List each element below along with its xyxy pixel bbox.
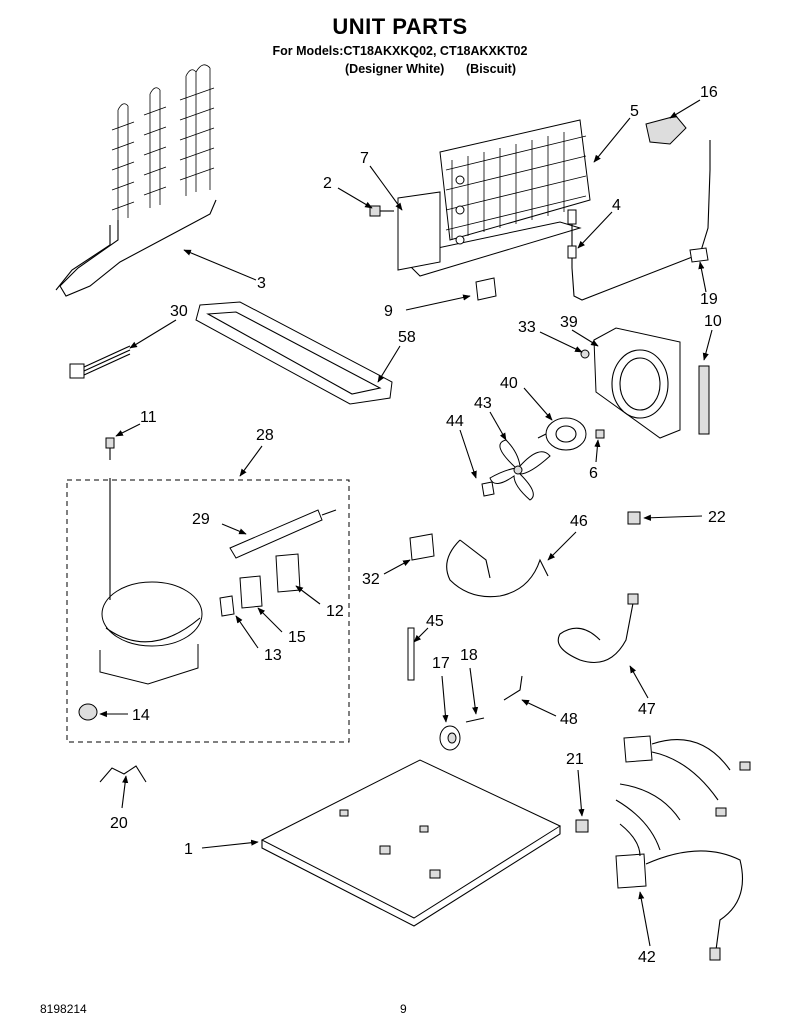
bracket-48 xyxy=(503,675,523,701)
screw-11 xyxy=(105,437,115,460)
drier-filter xyxy=(69,345,131,379)
tube-46 xyxy=(446,539,549,598)
callout-19: 19 xyxy=(700,291,718,308)
callout-9: 9 xyxy=(384,303,393,320)
callout-7: 7 xyxy=(360,150,369,167)
callout-43: 43 xyxy=(474,395,492,412)
callout-18: 18 xyxy=(460,647,478,664)
condenser-coil xyxy=(55,64,217,297)
thermostat-probe-16 xyxy=(645,115,711,170)
relay-cover-32 xyxy=(409,533,435,561)
callout-13: 13 xyxy=(264,647,282,664)
bracket-44 xyxy=(481,481,495,497)
screw-2 xyxy=(369,205,394,217)
callout-3: 3 xyxy=(257,275,266,292)
screw-33 xyxy=(580,349,590,359)
evaporator-assembly xyxy=(397,119,591,277)
doc-number: 8198214 xyxy=(40,1002,87,1016)
color-designer-white: (Designer White) xyxy=(345,62,445,76)
grommet-14 xyxy=(78,703,98,721)
leader-lines xyxy=(99,99,713,947)
compressor xyxy=(99,478,203,685)
clip-19 xyxy=(689,247,709,263)
nut-21 xyxy=(575,819,589,833)
fan-blade xyxy=(489,439,551,501)
callout-22: 22 xyxy=(708,509,726,526)
wiring-harness xyxy=(615,735,751,961)
callout-20: 20 xyxy=(110,815,128,832)
drain-tray xyxy=(195,301,393,405)
callout-33: 33 xyxy=(518,319,536,336)
roller-17 xyxy=(439,725,461,751)
callout-16: 16 xyxy=(700,84,718,101)
axle-18 xyxy=(465,717,485,723)
callout-2: 2 xyxy=(323,175,332,192)
pin-45 xyxy=(407,627,415,681)
models-line: For Models:CT18AKXKQ02, CT18AKXKT02 xyxy=(272,44,528,58)
callout-29: 29 xyxy=(192,511,210,528)
callout-11: 11 xyxy=(140,409,157,426)
clip-20 xyxy=(99,765,147,783)
callout-6: 6 xyxy=(589,465,598,482)
overload-15 xyxy=(239,575,263,609)
callout-10: 10 xyxy=(704,313,722,330)
callout-14: 14 xyxy=(132,707,150,724)
page-number: 9 xyxy=(400,1002,407,1016)
callout-46: 46 xyxy=(570,513,588,530)
callout-28: 28 xyxy=(256,427,274,444)
page-title: UNIT PARTS xyxy=(332,14,468,39)
screw-6 xyxy=(595,429,605,439)
callout-5: 5 xyxy=(630,103,639,120)
color-biscuit: (Biscuit) xyxy=(466,62,516,76)
seal-strip-10 xyxy=(698,365,710,435)
callout-30: 30 xyxy=(170,303,188,320)
fan-shroud xyxy=(593,327,681,439)
callout-47: 47 xyxy=(638,701,656,718)
base-pan xyxy=(260,759,562,927)
callout-1: 1 xyxy=(184,841,193,858)
thermostat-tube-4 xyxy=(567,169,711,301)
bracket-9 xyxy=(475,277,497,301)
callout-42: 42 xyxy=(638,949,656,966)
callout-15: 15 xyxy=(288,629,306,646)
callout-numbers: 3 2 7 4 5 16 9 19 30 58 10 33 39 40 43 4… xyxy=(110,84,726,966)
callout-39: 39 xyxy=(560,314,578,331)
clip-22 xyxy=(627,511,641,525)
callout-44: 44 xyxy=(446,413,464,430)
tube-47 xyxy=(557,593,639,664)
fan-motor xyxy=(537,417,587,451)
callout-48: 48 xyxy=(560,711,578,728)
callout-40: 40 xyxy=(500,375,518,392)
callout-21: 21 xyxy=(566,751,584,768)
compressor-assembly-box xyxy=(66,479,350,743)
callout-58: 58 xyxy=(398,329,416,346)
callout-4: 4 xyxy=(612,197,621,214)
callout-32: 32 xyxy=(362,571,380,588)
callout-12: 12 xyxy=(326,603,344,620)
callout-17: 17 xyxy=(432,655,450,672)
callout-45: 45 xyxy=(426,613,444,630)
capacitor-29 xyxy=(229,509,337,559)
terminal-cover-13 xyxy=(219,595,235,617)
